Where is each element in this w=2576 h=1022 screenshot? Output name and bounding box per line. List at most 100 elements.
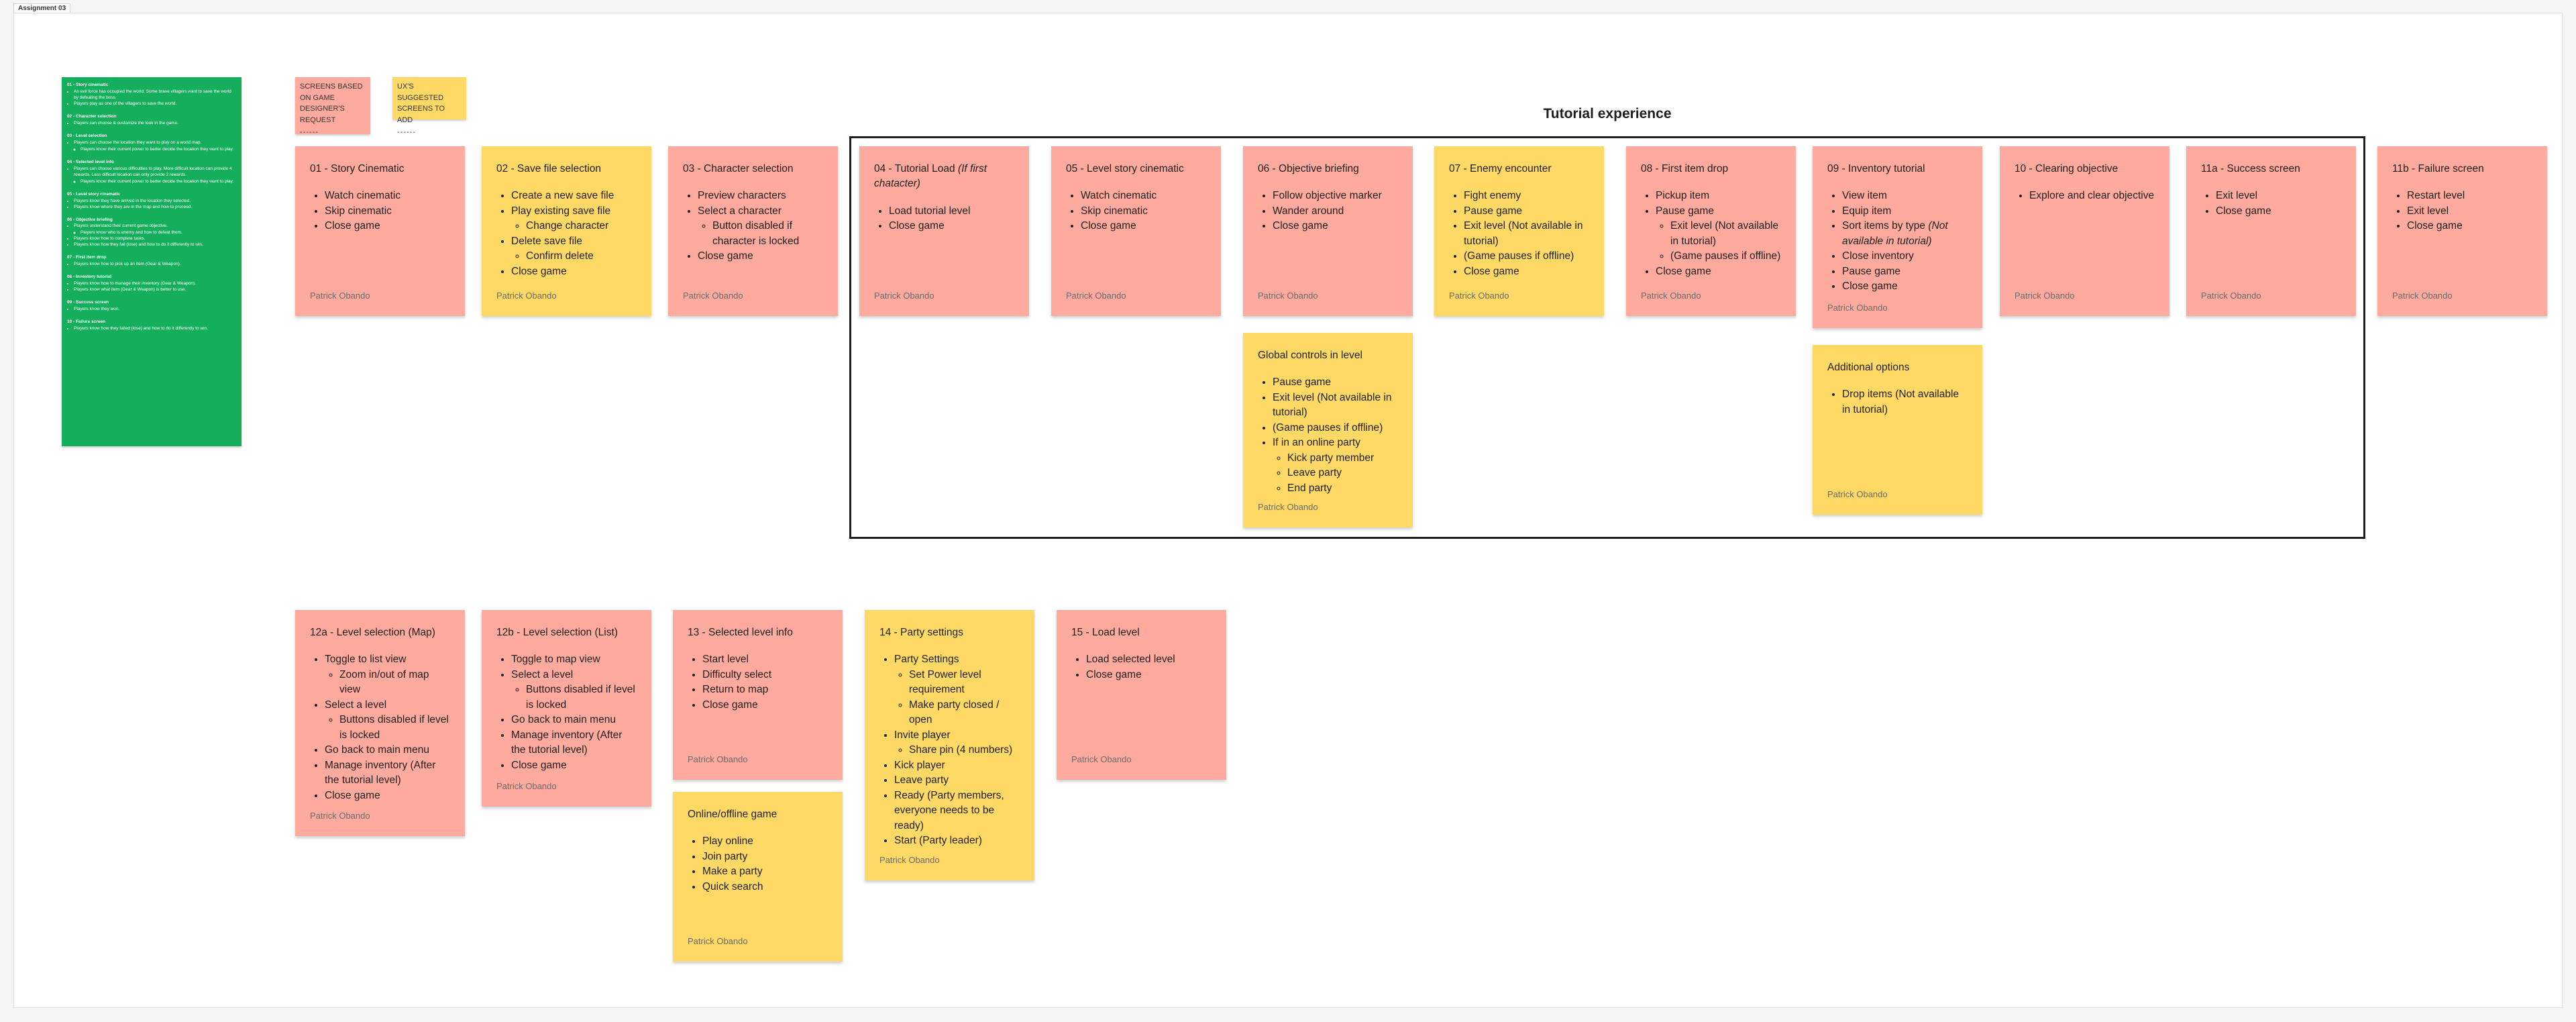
note-subitem: Set Power level requirement <box>909 668 1020 698</box>
note-title: 10 - Clearing objective <box>2015 162 2155 176</box>
frame-title[interactable]: Assignment 03 <box>13 3 71 13</box>
note-item-text: Exit level <box>2407 205 2449 217</box>
note-item: Sort items by type (Not available in tut… <box>1842 219 1968 249</box>
note-party-settings[interactable]: 14 - Party settingsParty SettingsSet Pow… <box>865 610 1034 880</box>
note-item-text: Exit level <box>2216 190 2258 202</box>
legend-section: 10 - Failure screenPlayers know how they… <box>67 319 235 332</box>
note-sublist: Zoom in/out of map view <box>325 668 450 698</box>
note-item-text: Select a level <box>325 699 387 711</box>
note-item: Close game <box>698 249 823 264</box>
note-item: Start level <box>702 652 828 667</box>
note-author: Patrick Obando <box>2392 291 2453 301</box>
note-item: Close game <box>1656 264 1781 279</box>
note-item-text: Close game <box>889 220 945 232</box>
note-selected-level-info[interactable]: 13 - Selected level infoStart levelDiffi… <box>673 610 843 780</box>
legend-item-text: Players know how they failed (lose) and … <box>74 326 209 331</box>
note-story-cinematic[interactable]: 01 - Story CinematicWatch cinematicSkip … <box>295 146 465 316</box>
legend-list: Players can choose & customize the look … <box>67 121 235 127</box>
note-item: Close game <box>702 698 828 713</box>
note-load-level[interactable]: 15 - Load levelLoad selected levelClose … <box>1057 610 1226 780</box>
note-clearing-objective[interactable]: 10 - Clearing objectiveExplore and clear… <box>2000 146 2169 316</box>
note-item: Fight enemy <box>1464 189 1589 203</box>
note-item-text: Watch cinematic <box>325 190 401 202</box>
note-item-text: Toggle to list view <box>325 654 407 666</box>
note-title: Online/offline game <box>688 807 828 822</box>
note-subitem: Exit level (Not available in tutorial) <box>1670 219 1781 249</box>
note-enemy-encounter[interactable]: 07 - Enemy encounterFight enemyPause gam… <box>1434 146 1604 316</box>
legend-sublist: Players know their current power to bett… <box>74 147 235 153</box>
legend-item: Players know how they failed (lose) and … <box>74 326 235 332</box>
legend-list: Players know they have arrived in the lo… <box>67 199 235 211</box>
note-save-file-selection[interactable]: 02 - Save file selectionCreate a new sav… <box>482 146 651 316</box>
note-sublist: Confirm delete <box>511 249 637 264</box>
note-level-selection-map[interactable]: 12a - Level selection (Map) Toggle to lis… <box>295 610 465 836</box>
legend-section: 09 - Success screenPlayers know they won… <box>67 300 235 313</box>
note-item-text: Equip item <box>1842 205 1892 217</box>
legend-section: 01 - Story cinematicAn evil force has oc… <box>67 83 235 107</box>
note-item: Skip cinematic <box>1081 204 1206 219</box>
note-item-text: Select a character <box>698 205 782 217</box>
legend-subitem: Players know their current power to bett… <box>80 147 235 153</box>
note-global-controls[interactable]: Global controls in levelPause gameExit l… <box>1243 333 1413 527</box>
note-level-selection-list[interactable]: 12b - Level selection (List)Toggle to ma… <box>482 610 651 807</box>
note-item-text: Close game <box>702 699 758 711</box>
note-item: (Game pauses if offline) <box>1464 249 1589 264</box>
note-item-text: If in an online party <box>1273 437 1360 449</box>
note-item-text: Return to map <box>702 684 769 696</box>
note-item: Close game <box>889 219 1014 234</box>
note-title-text: 04 - Tutorial Load <box>874 163 955 174</box>
legend-item: Players can choose the location they wan… <box>74 140 235 153</box>
note-item: Make a party <box>702 864 828 879</box>
note-item: Join party <box>702 850 828 864</box>
note-title: 12a - Level selection (Map) <box>310 625 450 640</box>
note-additional-options[interactable]: Additional optionsDrop items (Not availa… <box>1813 345 1982 515</box>
note-item-text: Play existing save file <box>511 205 611 217</box>
note-success-screen[interactable]: 11a - Success screenExit levelClose game… <box>2186 146 2356 316</box>
note-item: Equip item <box>1842 204 1968 219</box>
section-title[interactable]: Tutorial experience <box>1543 106 1672 121</box>
legend-sticky[interactable]: 01 - Story cinematicAn evil force has oc… <box>62 77 241 446</box>
legend-item-text: Players know how to complete tasks. <box>74 236 146 242</box>
note-author: Patrick Obando <box>1641 291 1701 301</box>
key-yellow-sticky[interactable]: UX'S SUGGESTED SCREENS TO ADD ------ <box>392 77 466 136</box>
note-item: Exit level <box>2407 204 2532 219</box>
note-subitem: Zoom in/out of map view <box>339 668 450 698</box>
legend-section: 03 - Level selectionPlayers can choose t… <box>67 134 235 153</box>
note-online-offline-game[interactable]: Online/offline gamePlay onlineJoin party… <box>673 792 843 962</box>
note-level-story-cinematic[interactable]: 05 - Level story cinematicWatch cinemati… <box>1051 146 1221 316</box>
note-item: Watch cinematic <box>325 189 450 203</box>
note-item: Delete save fileConfirm delete <box>511 234 637 264</box>
note-item: Exit level <box>2216 189 2341 203</box>
legend-item: Players can choose & customize the look … <box>74 121 235 127</box>
note-title: 15 - Load level <box>1071 625 1212 640</box>
note-author: Patrick Obando <box>1449 291 1509 301</box>
note-list: Preview charactersSelect a characterButt… <box>683 189 823 264</box>
note-author: Patrick Obando <box>1071 754 1132 765</box>
note-list: Follow objective markerWander aroundClos… <box>1258 189 1398 234</box>
note-character-selection[interactable]: 03 - Character selectionPreview characte… <box>668 146 838 316</box>
note-item-text: Follow objective marker <box>1273 190 1382 202</box>
note-item-text: Close game <box>1086 668 1142 680</box>
note-item: View item <box>1842 189 1968 203</box>
key-pink-sticky[interactable]: SCREENS BASED ON GAME DESIGNER'S REQUEST… <box>295 77 370 136</box>
note-first-item-drop[interactable]: 08 - First item dropPickup itemPause gam… <box>1626 146 1796 316</box>
note-item-text: Go back to main menu <box>511 714 616 726</box>
note-subitem: End party <box>1287 481 1398 496</box>
note-subitem: Kick party member <box>1287 451 1398 466</box>
note-author: Patrick Obando <box>310 811 370 821</box>
legend-section: 06 - Objective briefingPlayers understan… <box>67 217 235 249</box>
note-item-text: Sort items by type <box>1842 220 1926 232</box>
note-subitem: Button disabled if character is locked <box>712 219 823 249</box>
note-item: Close game <box>2407 219 2532 234</box>
note-author: Patrick Obando <box>2015 291 2075 301</box>
note-inventory-tutorial[interactable]: 09 - Inventory tutorialView itemEquip it… <box>1813 146 1982 328</box>
note-tutorial-load[interactable]: 04 - Tutorial Load (If first chatacter)L… <box>859 146 1029 316</box>
note-item-text: View item <box>1842 190 1887 202</box>
note-title: 11b - Failure screen <box>2392 162 2532 176</box>
note-failure-screen[interactable]: 11b - Failure screenRestart levelExit le… <box>2377 146 2547 316</box>
note-item: Manage inventory (After the tutorial lev… <box>325 758 450 788</box>
note-item: Toggle to list viewZoom in/out of map vi… <box>325 652 450 697</box>
note-item-text: Close game <box>1273 220 1328 232</box>
tutorial-section[interactable] <box>849 136 2365 539</box>
note-objective-briefing[interactable]: 06 - Objective briefingFollow objective … <box>1243 146 1413 316</box>
